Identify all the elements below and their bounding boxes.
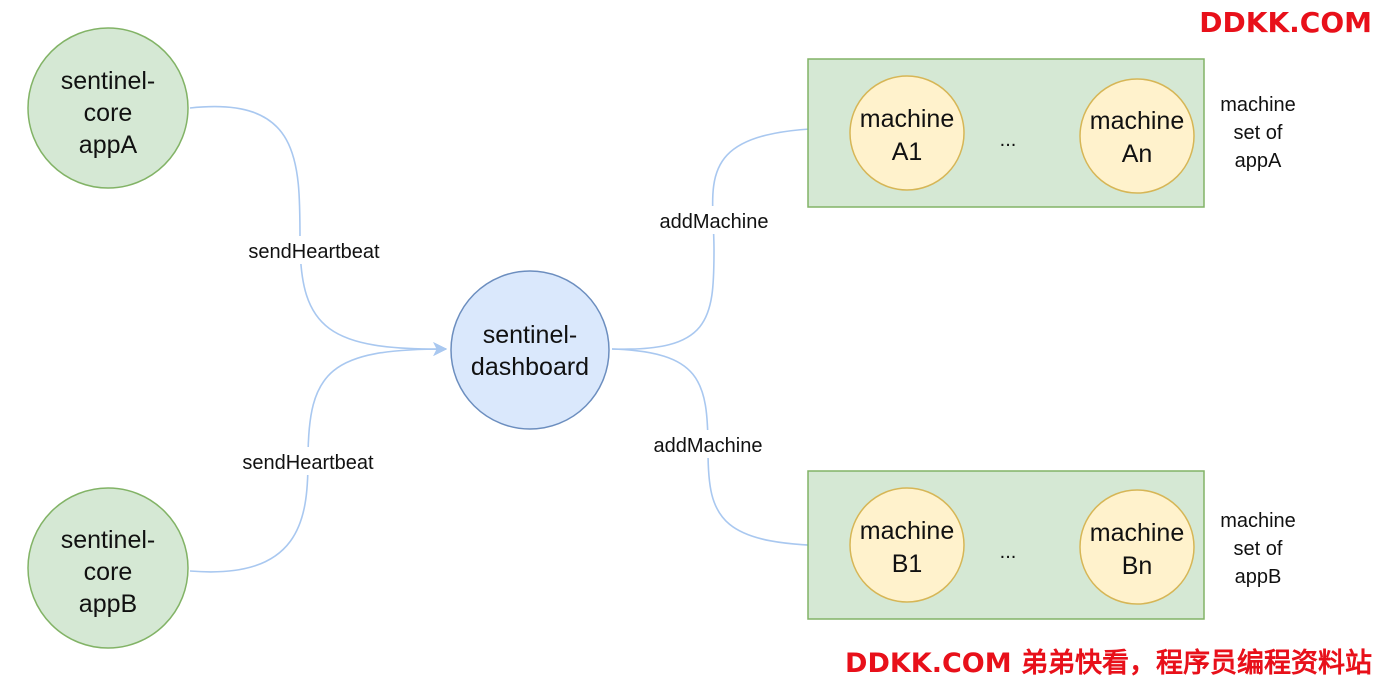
machine-label-line: machine [860, 105, 955, 133]
machine-label-line: B1 [892, 550, 923, 578]
machine-node-An: machine An [1079, 78, 1195, 194]
edge-heartbeat-a [189, 105, 448, 357]
app-node-label-line: appB [79, 590, 137, 618]
watermark-top: DDKK.COM [1199, 6, 1372, 39]
caption-line: appB [1235, 566, 1282, 588]
machine-set-ellipsis: ... [1000, 129, 1017, 151]
app-node-label-line: core [84, 558, 133, 586]
machine-set-appB: machine B1 ... machine Bn [807, 470, 1205, 620]
dashboard-label-line: dashboard [471, 353, 589, 381]
machine-set-caption-appB: machine set of appB [1220, 510, 1296, 588]
dashboard-label-line: sentinel- [483, 321, 578, 349]
caption-line: appA [1235, 150, 1282, 172]
edge-label-addmachine-b: addMachine [654, 435, 763, 457]
edge-label-addmachine-a: addMachine [660, 211, 769, 233]
machine-label-line: Bn [1122, 552, 1153, 580]
app-node-label-line: appA [79, 131, 138, 159]
dashboard-node: sentinel- dashboard [450, 270, 610, 430]
machine-label-line: An [1122, 140, 1153, 168]
caption-line: set of [1234, 538, 1283, 560]
app-node-appB: sentinel- core appB [27, 487, 189, 649]
app-node-appA: sentinel- core appA [27, 27, 189, 189]
caption-line: machine [1220, 94, 1296, 116]
machine-node-A1: machine A1 [849, 75, 965, 191]
caption-line: machine [1220, 510, 1296, 532]
machine-set-appA: machine A1 ... machine An [807, 58, 1205, 208]
machine-label-line: machine [1090, 107, 1185, 135]
machine-node-B1: machine B1 [849, 487, 965, 603]
watermark-bottom: DDKK.COM 弟弟快看，程序员编程资料站 [845, 647, 1372, 679]
caption-line: set of [1234, 122, 1283, 144]
machine-node-Bn: machine Bn [1079, 489, 1195, 605]
edge-label-heartbeat-b: sendHeartbeat [242, 452, 374, 474]
app-node-label-line: sentinel- [61, 67, 156, 95]
edge-label-heartbeat-a: sendHeartbeat [248, 241, 380, 263]
machine-label-line: machine [860, 517, 955, 545]
app-node-label-line: core [84, 99, 133, 127]
machine-set-ellipsis: ... [1000, 541, 1017, 563]
app-node-label-line: sentinel- [61, 526, 156, 554]
machine-set-caption-appA: machine set of appA [1220, 94, 1296, 172]
machine-label-line: A1 [892, 138, 923, 166]
machine-label-line: machine [1090, 519, 1185, 547]
edge-addmachine-a [611, 121, 846, 350]
